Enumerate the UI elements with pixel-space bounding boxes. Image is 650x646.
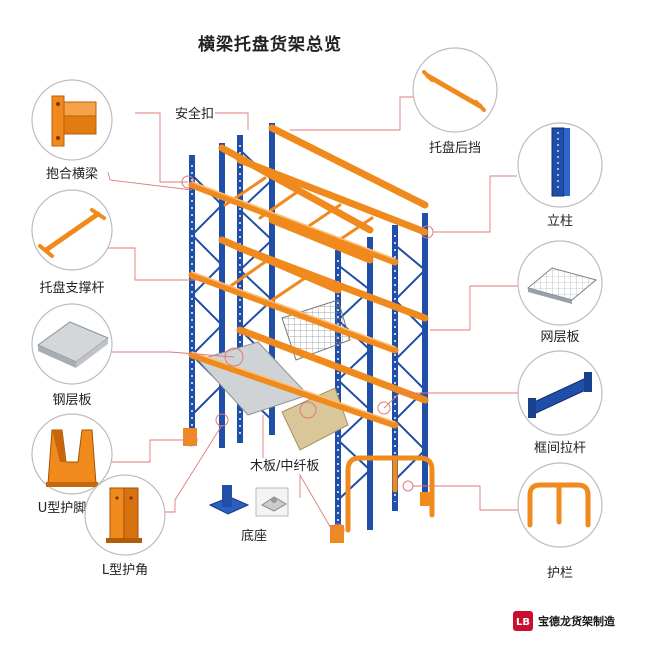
callout-base-plate: 底座: [208, 485, 289, 544]
callout-u-guard: U型护脚: [31, 413, 113, 516]
beams: [188, 124, 429, 429]
callout-l-guard: L型护角: [84, 474, 166, 578]
brand-logo-icon: LB: [513, 611, 533, 631]
beam-icon: [51, 95, 97, 147]
label-wood-board: 木板/中纤板: [250, 459, 319, 474]
label-upright: 立柱: [547, 214, 573, 229]
callout-pallet-stop: 托盘后挡: [412, 47, 498, 156]
brand-name: 宝德龙货架制造: [538, 614, 616, 628]
callout-frame-brace: 框间拉杆: [517, 350, 603, 456]
callout-pallet-support: 托盘支撑杆: [31, 189, 113, 296]
rack-structure: [183, 123, 435, 543]
callout-guardrail: 护栏: [517, 462, 603, 581]
label-guardrail: 护栏: [547, 566, 573, 581]
brand-logo-letters: LB: [516, 617, 530, 628]
wire-deck-icon: [526, 267, 598, 304]
callout-steel-deck: 钢层板: [31, 303, 113, 408]
label-beam: 抱合横梁: [46, 166, 98, 182]
label-steel-deck: 钢层板: [52, 393, 91, 408]
callout-upright: 立柱: [517, 122, 603, 229]
brand-watermark: LB 宝德龙货架制造: [513, 611, 616, 631]
diagram-title: 横梁托盘货架总览: [198, 34, 342, 55]
steel-deck-icon: [37, 321, 109, 368]
u-guard-icon: [46, 429, 98, 487]
base-plate-steel-icon: [255, 487, 289, 517]
label-pallet-stop: 托盘后挡: [429, 140, 481, 156]
guardrail-icon: [527, 482, 591, 528]
rack-highlight-markers: [181, 175, 434, 537]
upright-frame-back-right: [393, 218, 427, 505]
label-safety-lock: 安全扣: [175, 106, 214, 122]
callout-wire-deck: 网层板: [517, 240, 603, 345]
callout-beam: 抱合横梁: [31, 79, 113, 182]
label-base-plate: 底座: [241, 528, 267, 544]
label-u-guard: U型护脚: [38, 500, 87, 516]
pallet-stop-icon: [422, 70, 486, 112]
label-frame-brace: 框间拉杆: [534, 441, 586, 456]
label-pallet-support: 托盘支撑杆: [39, 280, 104, 296]
pallet-support-icon: [38, 208, 106, 258]
upright-holes: [191, 145, 396, 530]
l-guard-icon: [106, 487, 142, 543]
base-plate-blue-icon: [208, 485, 250, 515]
label-l-guard: L型护角: [102, 563, 148, 578]
front-guardrail: [345, 455, 435, 533]
label-wire-deck: 网层板: [540, 330, 579, 345]
frame-brace-icon: [528, 372, 592, 418]
upright-icon: [551, 127, 570, 197]
pallet-support-bars: [223, 176, 374, 307]
beam-highlights: [191, 181, 396, 423]
base-plates: [183, 428, 432, 543]
